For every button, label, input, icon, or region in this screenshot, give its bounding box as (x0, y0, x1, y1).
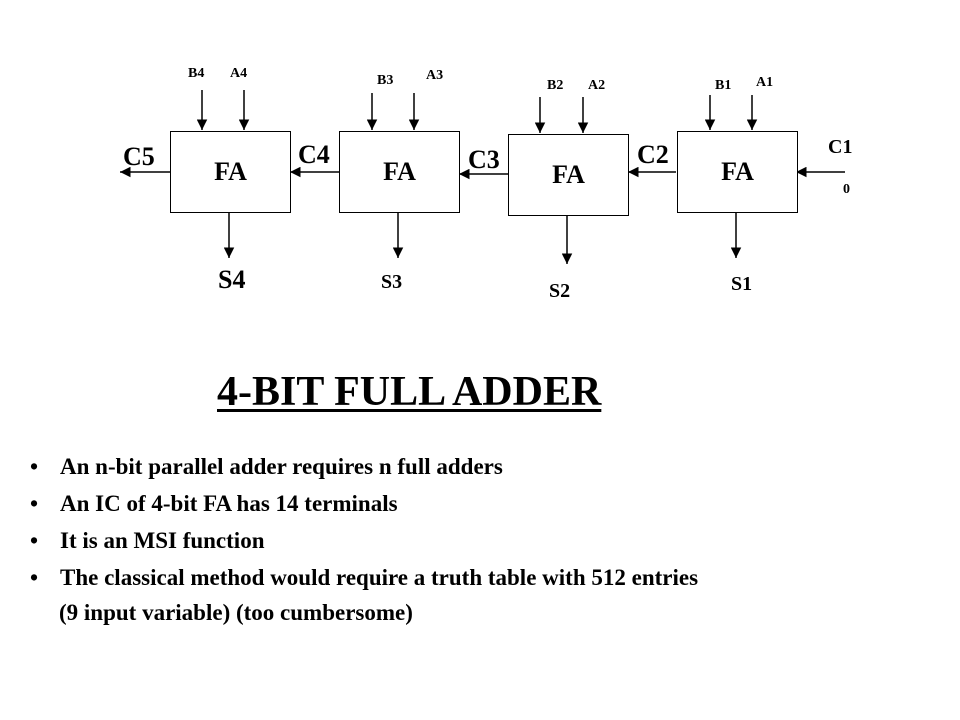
carry-label-c3: C3 (468, 145, 500, 174)
bullet-item: • An IC of 4-bit FA has 14 terminals (30, 487, 698, 524)
input-label-b1: B1 (715, 78, 732, 93)
bullet-text: It is an MSI function (60, 528, 265, 553)
bullet-item: • The classical method would require a tr… (30, 561, 698, 598)
slide-title: 4-BIT FULL ADDER (217, 369, 602, 415)
bullet-item: • An n-bit parallel adder requires n full… (30, 450, 698, 487)
carry-in-value: 0 (843, 182, 850, 197)
carry-label-c5: C5 (123, 142, 155, 171)
fa-label: FA (721, 157, 754, 186)
bullet-symbol: • (30, 491, 39, 516)
carry-label-c1: C1 (828, 136, 853, 158)
adder-connections (120, 90, 845, 264)
sum-label-s4: S4 (218, 265, 246, 294)
input-label-b4: B4 (188, 66, 205, 81)
fa-label: FA (383, 157, 416, 186)
full-adder-block-1: FA (677, 131, 798, 213)
bullet-symbol: • (30, 565, 39, 590)
bullet-continuation: (9 input variable) (too cumbersome) (59, 600, 413, 625)
bullet-text: An n-bit parallel adder requires n full … (60, 454, 503, 479)
bullet-symbol: • (30, 528, 39, 553)
input-label-a3: A3 (426, 68, 444, 83)
carry-label-c2: C2 (637, 140, 669, 169)
bullet-item: • It is an MSI function (30, 524, 698, 561)
full-adder-block-4: FA (170, 131, 291, 213)
bullet-text: An IC of 4-bit FA has 14 terminals (60, 491, 398, 516)
input-label-a2: A2 (588, 78, 606, 93)
carry-label-c4: C4 (298, 140, 330, 169)
bullet-symbol: • (30, 454, 39, 479)
sum-label-s1: S1 (731, 273, 753, 295)
full-adder-block-3: FA (339, 131, 460, 213)
input-label-b3: B3 (377, 73, 394, 88)
bullet-text: The classical method would require a tru… (60, 565, 699, 590)
sum-label-s2: S2 (549, 280, 571, 302)
input-label-a1: A1 (756, 75, 774, 90)
full-adder-block-2: FA (508, 134, 629, 216)
sum-label-s3: S3 (381, 271, 403, 293)
input-label-a4: A4 (230, 66, 248, 81)
fa-label: FA (552, 160, 585, 189)
bullet-list: • An n-bit parallel adder requires n full… (30, 450, 698, 598)
input-label-b2: B2 (547, 78, 564, 93)
fa-label: FA (214, 157, 247, 186)
